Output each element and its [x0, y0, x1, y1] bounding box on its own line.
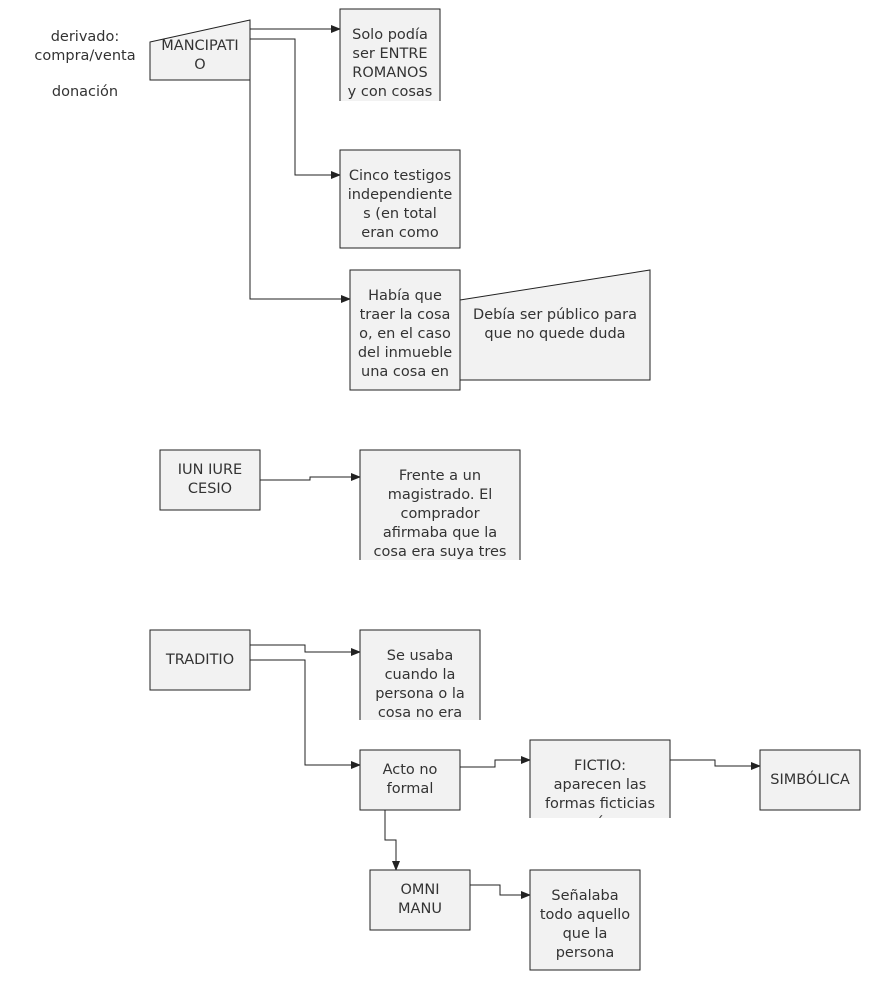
side-note-donacion-text: donación	[51, 84, 119, 100]
traer-cosa-line-3: o, en el caso	[359, 326, 451, 342]
entre-romanos-line-3: ROMANOS	[352, 65, 428, 81]
magistrado-line-5: cosa era suya tres	[373, 544, 507, 560]
cinco-testigos-box[interactable]	[339, 149, 461, 249]
side-note-line-1: derivado:	[50, 29, 120, 45]
fictio-line-1: FICTIO:	[574, 758, 626, 774]
mancipatio-line-2: O	[194, 57, 206, 73]
cinco-testigos-label: Cinco testigos independiente s (en total…	[341, 167, 459, 247]
traditio-line-1: TRADITIO	[165, 651, 235, 668]
senalaba-line-2: todo aquello	[539, 907, 631, 923]
cinco-testigos-line-1: Cinco testigos	[348, 168, 452, 184]
connector-acto-fictio	[460, 756, 531, 768]
magistrado-line-2: magistrado. El	[387, 487, 493, 503]
side-note: derivado: compra/venta	[20, 28, 150, 66]
magistrado-line-3: comprador	[400, 506, 480, 522]
simbolica-box[interactable]	[759, 749, 861, 811]
senalaba-box[interactable]	[529, 869, 641, 971]
simbolica-line-1: SIMBÓLICA	[770, 771, 850, 788]
iun-iure-box[interactable]	[159, 449, 261, 511]
mancipatio-label: MANCIPATI O	[151, 37, 249, 79]
omni-manu-line-1: OMNI	[400, 882, 440, 898]
se-usaba-box[interactable]	[359, 629, 481, 720]
entre-romanos-line-1: Solo podía	[352, 27, 428, 43]
senalaba-line-1: Señalaba	[551, 888, 619, 904]
fictio-label: FICTIO: aparecen las formas ficticias ó	[531, 757, 669, 818]
iun-iure-line-2: CESIO	[187, 481, 233, 497]
mancipatio-line-1: MANCIPATI	[161, 38, 239, 54]
connector-traditio-se-usaba	[250, 644, 361, 656]
connector-omni-manu-senalaba	[470, 884, 531, 899]
acto-no-formal-line-2: formal	[386, 781, 434, 797]
fictio-line-4: ó	[596, 814, 605, 818]
traer-cosa-label: Había que traer la cosa o, en el caso de…	[351, 287, 459, 389]
publico-box[interactable]	[459, 269, 651, 381]
entre-romanos-label: Solo podía ser ENTRE ROMANOS y con cosas	[341, 26, 439, 101]
senalaba-line-3: que la	[562, 926, 608, 942]
omni-manu-box[interactable]	[369, 869, 471, 931]
fictio-line-3: formas ficticias	[544, 796, 656, 812]
iun-iure-line-1: IUN IURE	[177, 462, 243, 478]
omni-manu-label: OMNI MANU	[371, 871, 469, 929]
connector-iun-iure-magistrado	[260, 473, 361, 481]
magistrado-line-4: afirmaba que la	[382, 525, 498, 541]
traer-cosa-line-5: una cosa en	[361, 364, 449, 380]
acto-no-formal-line-1: Acto no	[382, 762, 438, 778]
connector-traditio-acto-no-formal	[250, 659, 361, 769]
senalaba-label: Señalaba todo aquello que la persona	[531, 887, 639, 969]
entre-romanos-line-2: ser ENTRE	[352, 46, 428, 62]
simbolica-label: SIMBÓLICA	[761, 751, 859, 809]
se-usaba-line-1: Se usaba	[386, 648, 454, 664]
publico-label: Debía ser público para que no quede duda	[461, 306, 649, 376]
se-usaba-line-2: cuando la	[384, 667, 456, 683]
iun-iure-label: IUN IURE CESIO	[161, 451, 259, 509]
connector-acto-omni-manu	[384, 810, 400, 871]
entre-romanos-line-4: y con cosas	[347, 84, 433, 100]
traditio-box[interactable]	[149, 629, 251, 691]
se-usaba-line-3: persona o la	[375, 686, 465, 702]
side-note-line-2: compra/venta	[34, 48, 136, 64]
traer-cosa-line-1: Había que	[368, 288, 442, 304]
publico-line-1: Debía ser público para	[473, 307, 637, 323]
se-usaba-line-4: cosa no era	[377, 705, 463, 720]
side-note-donacion: donación	[20, 83, 150, 102]
connector-mancipatio-cinco-testigos	[250, 38, 341, 179]
magistrado-line-1: Frente a un	[398, 468, 482, 484]
traer-cosa-line-4: del inmueble	[357, 345, 453, 361]
magistrado-label: Frente a un magistrado. El comprador afi…	[361, 467, 519, 560]
mancipatio-box[interactable]	[149, 19, 251, 81]
traditio-label: TRADITIO	[151, 631, 249, 689]
acto-no-formal-box[interactable]	[359, 749, 461, 811]
publico-line-2: que no quede duda	[484, 326, 626, 342]
cinco-testigos-line-4: eran como	[361, 225, 439, 241]
acto-no-formal-label: Acto no formal	[361, 751, 459, 809]
fictio-box[interactable]	[529, 739, 671, 818]
se-usaba-label: Se usaba cuando la persona o la cosa no …	[361, 647, 479, 720]
magistrado-box[interactable]	[359, 449, 521, 560]
connector-fictio-simbolica	[670, 759, 761, 770]
omni-manu-line-2: MANU	[398, 901, 442, 917]
cinco-testigos-line-2: independiente	[347, 187, 453, 203]
cinco-testigos-line-3: s (en total	[363, 206, 437, 222]
traer-cosa-line-2: traer la cosa	[359, 307, 451, 323]
entre-romanos-box[interactable]	[339, 8, 441, 101]
senalaba-line-4: persona	[555, 945, 615, 961]
connector-mancipatio-traer-cosa	[249, 40, 351, 303]
fictio-line-2: aparecen las	[553, 777, 647, 793]
